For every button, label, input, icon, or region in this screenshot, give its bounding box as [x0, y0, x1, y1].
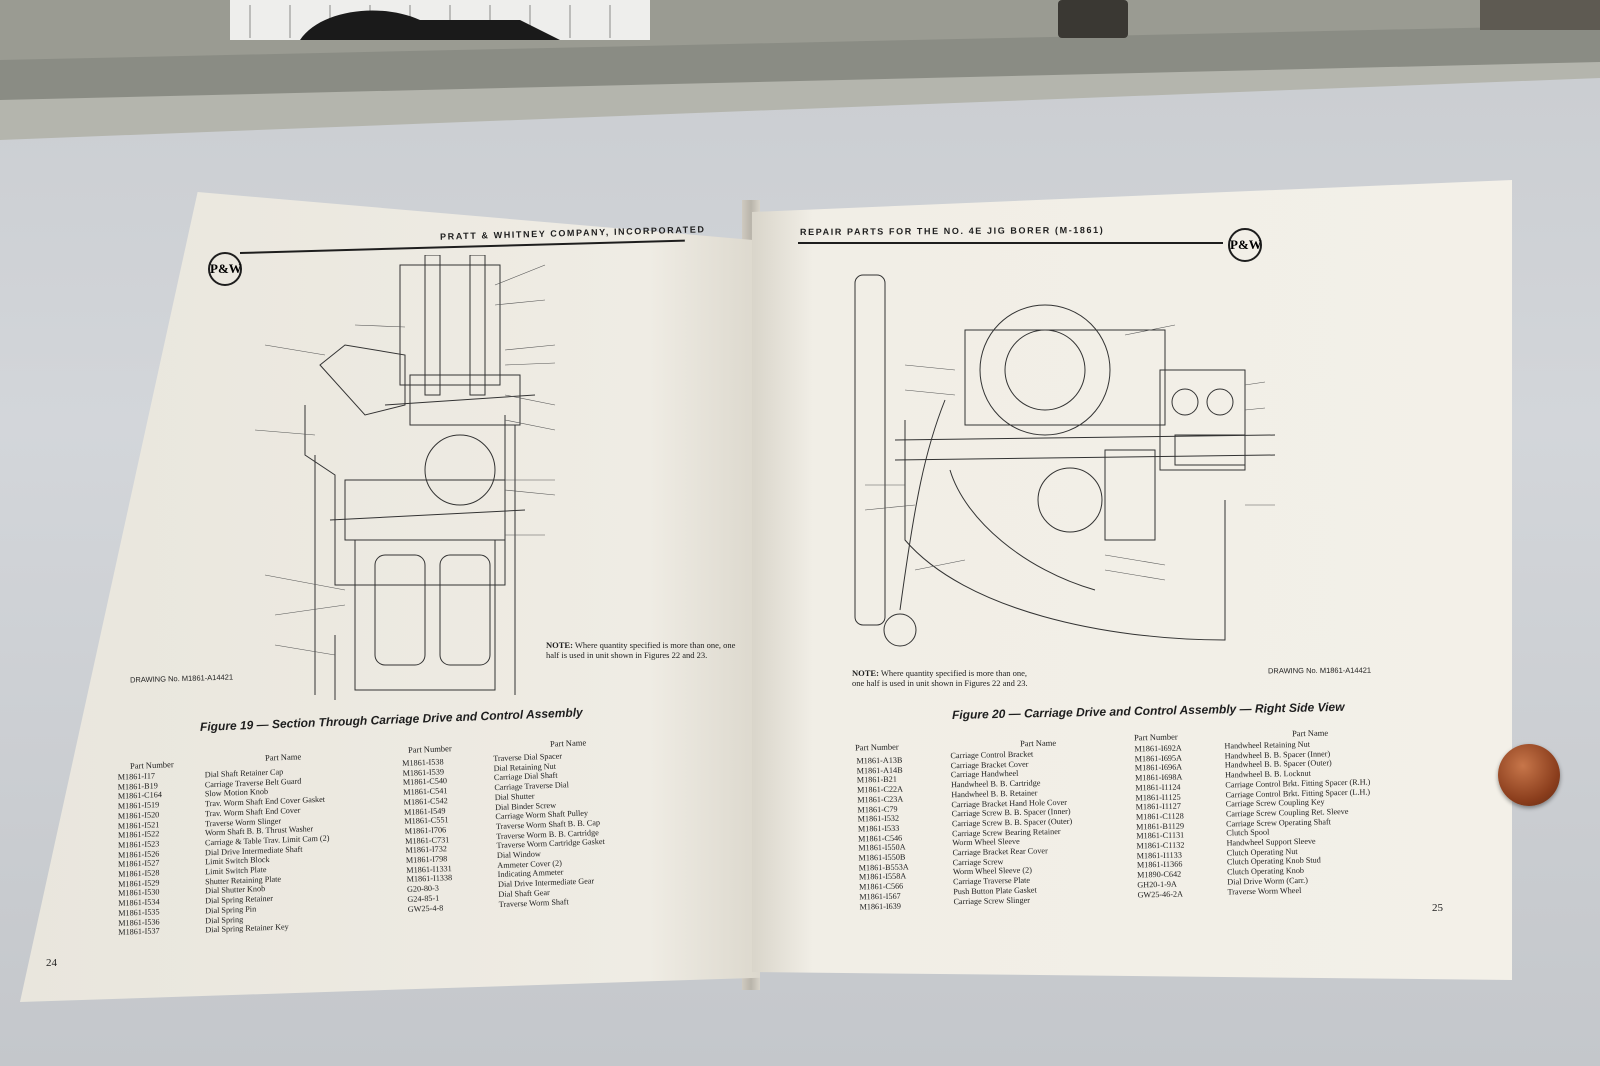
- left-col1-part-number-header: Part Number: [129, 759, 174, 771]
- right-note-label: NOTE:: [852, 668, 879, 678]
- pw-logo-right: P&W: [1228, 228, 1262, 262]
- right-note: NOTE: Where quantity specified is more t…: [852, 668, 1037, 688]
- right-col2-part-number-header: Part Number: [1133, 731, 1178, 743]
- right-page-number: 25: [1432, 902, 1443, 914]
- right-drawing-number: DRAWING No. M1861-A14421: [1267, 665, 1372, 676]
- right-note-text: Where quantity specified is more than on…: [852, 668, 1028, 688]
- penny-coin: [1498, 744, 1560, 806]
- left-col2-part-name-header: Part Name: [549, 737, 587, 749]
- right-col1-part-name-header: Part Name: [1019, 737, 1057, 749]
- part-number: GW25-46-2A: [1137, 889, 1184, 900]
- pw-logo-left: P&W: [208, 252, 242, 286]
- part-number: M1861-A14B: [856, 765, 903, 776]
- figure-19-drawing: [254, 255, 556, 700]
- left-col2-part-number-header: Part Number: [407, 743, 452, 755]
- part-number: M1861-C566: [859, 881, 904, 892]
- part-number: M1861-C23A: [857, 794, 904, 805]
- left-note: NOTE: Where quantity specified is more t…: [546, 640, 736, 660]
- right-col2-part-name-header: Part Name: [1291, 727, 1329, 739]
- right-page-header: REPAIR PARTS FOR THE NO. 4E JIG BORER (M…: [799, 224, 1105, 238]
- part-number: M1861-I639: [859, 901, 901, 912]
- part-number: M1861-I537: [118, 926, 160, 938]
- figure-20-drawing: [854, 274, 1276, 647]
- left-col1-part-name-header: Part Name: [264, 751, 302, 763]
- metal-fixture-background: [0, 0, 1600, 140]
- right-header-rule: [798, 242, 1223, 244]
- left-note-label: NOTE:: [546, 640, 573, 650]
- right-page: [752, 180, 1512, 980]
- part-number: M1861-I692A: [1134, 743, 1182, 754]
- right-col1-part-number-header: Part Number: [854, 741, 899, 753]
- left-page-number: 24: [46, 957, 57, 969]
- part-number: M1861-C1128: [1135, 811, 1184, 822]
- part-number: M1861-I1124: [1135, 782, 1181, 793]
- left-note-text: Where quantity specified is more than on…: [546, 640, 736, 660]
- part-number: GW25-4-8: [407, 903, 444, 914]
- part-number: M1890-C642: [1137, 869, 1182, 880]
